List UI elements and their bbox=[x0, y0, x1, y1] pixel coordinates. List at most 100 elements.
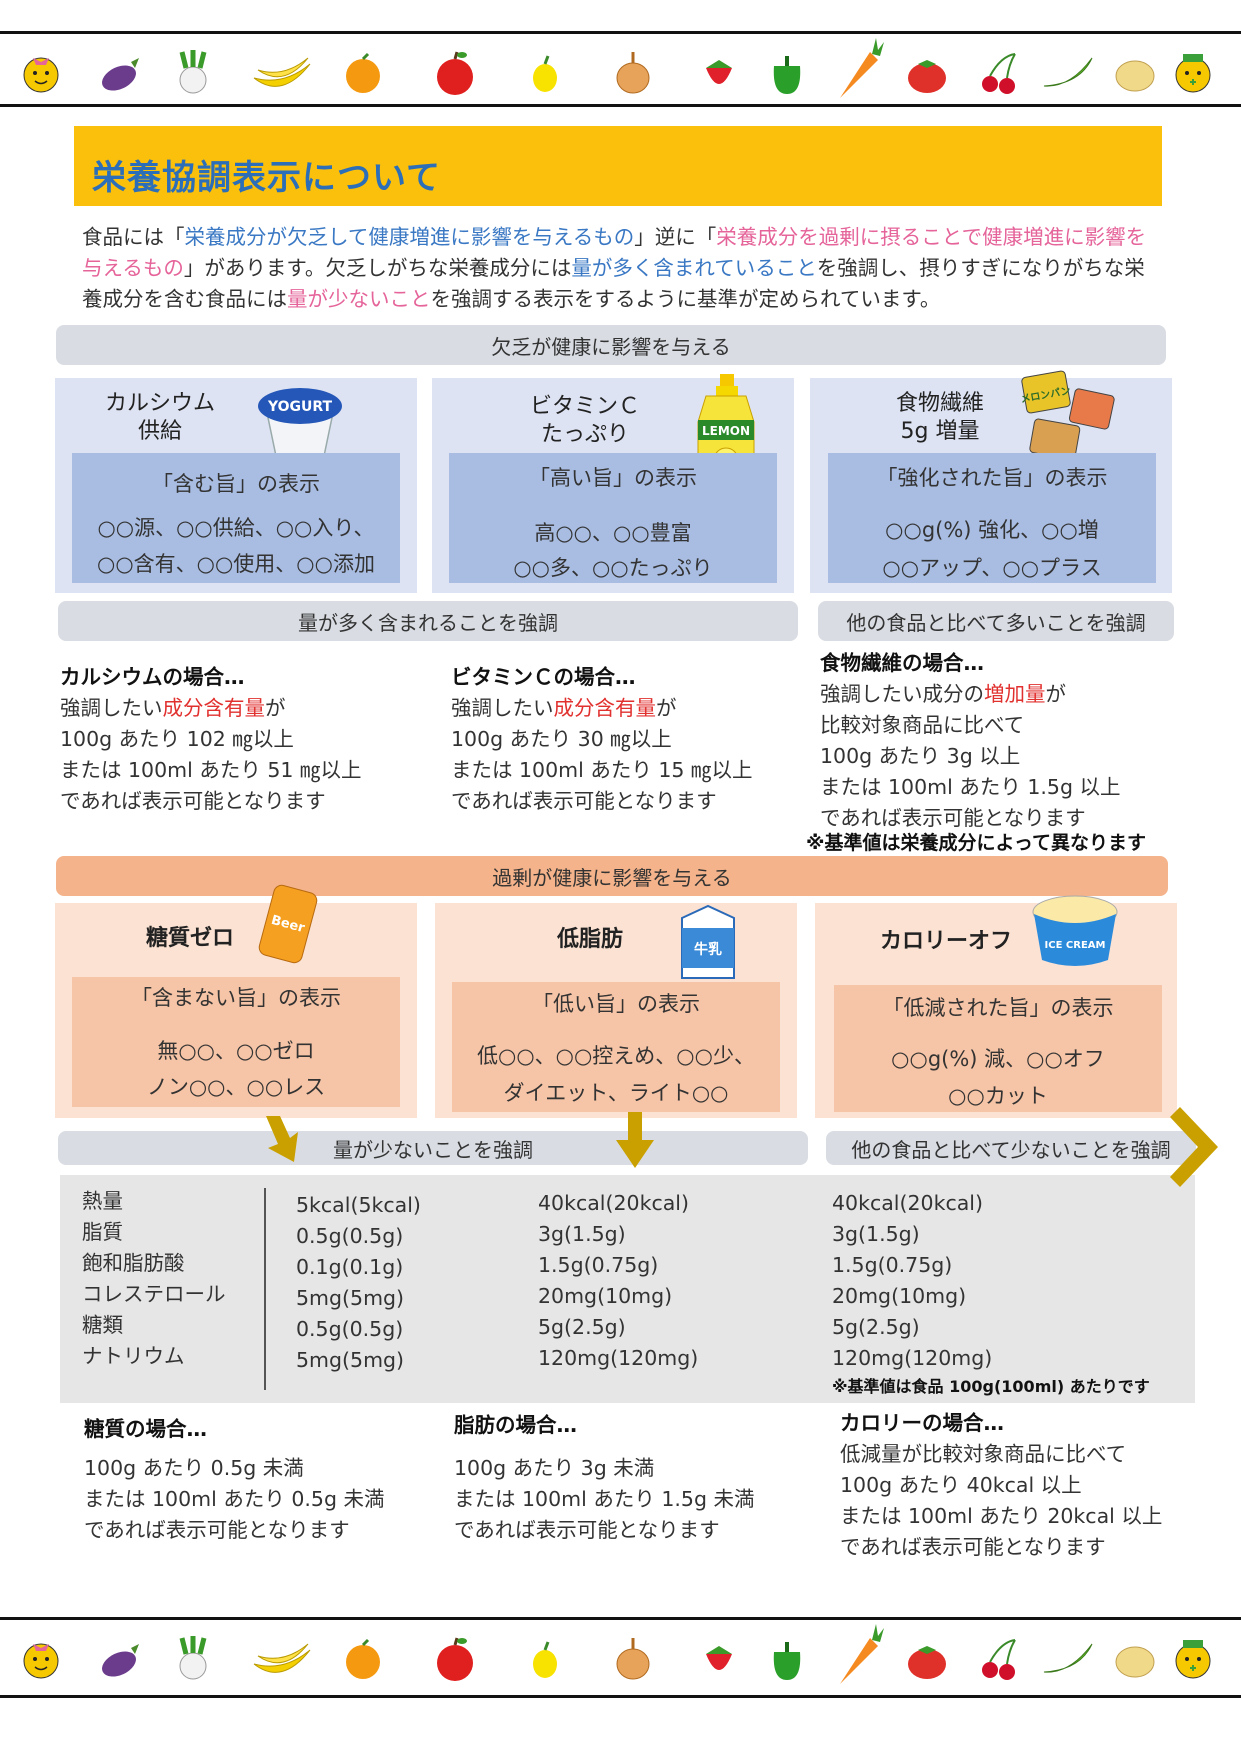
green-pepper-icon bbox=[773, 56, 801, 94]
deficiency-note: ※基準値は栄養成分によって異なります bbox=[806, 832, 1146, 854]
example-fat: 脂肪の場合… 100g あたり 3g 未満 または 100ml あたり 1.5g… bbox=[454, 1413, 755, 1542]
milk-carton-icon: 牛乳 bbox=[681, 904, 735, 979]
apple-icon bbox=[437, 1637, 473, 1681]
box-line1-calorie: ○○g(%) 減、○○オフ bbox=[891, 1047, 1105, 1071]
panel-title-low-fat: 低脂肪 bbox=[556, 927, 623, 952]
tomato-icon bbox=[908, 60, 946, 93]
mascot-girl-icon bbox=[23, 57, 59, 93]
excess-box-calorie bbox=[834, 985, 1162, 1112]
mascot-nurse-icon bbox=[1175, 1640, 1211, 1679]
pea-pod-icon bbox=[1043, 57, 1093, 87]
eggplant-icon bbox=[102, 58, 139, 91]
yogurt-label: YOGURT bbox=[267, 399, 333, 415]
table-divider bbox=[264, 1188, 266, 1390]
excess-box-sugar bbox=[72, 977, 400, 1107]
table-labels: 熱量脂質飽和脂肪酸コレステロール糖類ナトリウム bbox=[82, 1189, 226, 1368]
onion-icon bbox=[616, 1638, 650, 1680]
excess-box-low-fat bbox=[452, 982, 780, 1112]
deficiency-box-fiber bbox=[828, 453, 1156, 583]
box-line1-vitamin-c: 高○○、○○豊富 bbox=[534, 521, 692, 545]
orange-icon bbox=[346, 52, 380, 93]
example-sugar: 糖質の場合… 100g あたり 0.5g 未満 または 100ml あたり 0.… bbox=[84, 1417, 385, 1542]
apple-icon bbox=[437, 51, 473, 95]
panel-title-calorie: カロリーオフ bbox=[879, 929, 1012, 954]
turnip-icon bbox=[179, 1636, 207, 1680]
yogurt-icon: YOGURT bbox=[258, 388, 342, 457]
box-line2-calcium: ○○含有、○○使用、○○添加 bbox=[97, 552, 375, 576]
top-border-line bbox=[0, 31, 1241, 34]
milk-label: 牛乳 bbox=[694, 941, 722, 958]
arrow-down-icon bbox=[266, 1116, 298, 1162]
arrow-down-icon-2 bbox=[616, 1112, 654, 1168]
box-line1-calcium: ○○源、○○供給、○○入り、 bbox=[97, 516, 375, 540]
box-line1-low-fat: 低○○、○○控えめ、○○少、 bbox=[477, 1044, 755, 1068]
banana-icon bbox=[253, 1643, 311, 1673]
bottom-border-line-bottom bbox=[0, 1695, 1241, 1698]
ice-cream-label: ICE CREAM bbox=[1045, 940, 1106, 951]
box-title-sugar: 「含まない旨」の表示 bbox=[131, 986, 341, 1010]
intro-paragraph: 食品には「栄養成分が欠乏して健康増進に影響を与えるもの」逆に「栄養成分を過剰に摂… bbox=[82, 225, 1147, 311]
title-bar bbox=[74, 126, 1162, 206]
bottom-decoration-strip bbox=[0, 1622, 1241, 1698]
deficiency-header: 欠乏が健康に影響を与える bbox=[56, 325, 1166, 365]
box-line2-calorie: ○○カット bbox=[948, 1084, 1048, 1108]
mascot-girl-icon bbox=[23, 1643, 59, 1679]
emphasis-less-pill: 量が少ないことを強調 bbox=[58, 1131, 808, 1165]
box-line2-low-fat: ダイエット、ライト○○ bbox=[503, 1081, 729, 1105]
box-title-calcium: 「含む旨」の表示 bbox=[152, 472, 320, 496]
bottom-border-line bbox=[0, 1617, 1241, 1620]
table-note: ※基準値は食品 100g(100ml) あたりです bbox=[832, 1377, 1150, 1396]
lemon-juice-label: LEMON bbox=[702, 424, 750, 438]
ice-cream-icon: ICE CREAM bbox=[1032, 895, 1118, 966]
excess-header: 過剰が健康に影響を与える bbox=[56, 856, 1168, 896]
box-title-low-fat: 「低い旨」の表示 bbox=[532, 992, 700, 1016]
turnip-icon bbox=[179, 50, 207, 94]
onion-icon bbox=[616, 52, 650, 94]
box-line2-vitamin-c: ○○多、○○たっぷり bbox=[513, 556, 713, 580]
top-border-line-bottom bbox=[0, 104, 1241, 107]
cherry-icon bbox=[982, 53, 1016, 94]
example-vitamin-c: ビタミンＣの場合… 強調したい成分含有量が 100g あたり 30 ㎎以上 また… bbox=[451, 665, 753, 813]
box-line2-sugar: ノン○○、○○レス bbox=[146, 1075, 326, 1099]
deficiency-box-vitamin-c bbox=[449, 453, 777, 583]
orange-icon bbox=[346, 1638, 380, 1679]
pea-pod-icon bbox=[1043, 1643, 1093, 1673]
panel-title-calcium: カルシウム供給 bbox=[104, 391, 215, 444]
green-pepper-icon bbox=[773, 1642, 801, 1680]
box-title-vitamin-c: 「高い旨」の表示 bbox=[529, 466, 697, 490]
box-title-calorie: 「低減された旨」の表示 bbox=[882, 996, 1114, 1020]
box-title-fiber: 「強化された旨」の表示 bbox=[876, 466, 1108, 490]
bread-icon: メロンパン bbox=[1020, 370, 1115, 460]
cherry-icon bbox=[982, 1639, 1016, 1680]
example-fiber: 食物繊維の場合… 強調したい成分の増加量が 比較対象商品に比べて 100g あた… bbox=[820, 651, 1121, 830]
strawberry-icon bbox=[706, 1646, 732, 1670]
mascot-nurse-icon bbox=[1175, 54, 1211, 93]
carrot-icon bbox=[840, 1624, 884, 1684]
box-line2-fiber: ○○アップ、○○プラス bbox=[882, 556, 1102, 580]
potato-icon bbox=[1115, 1646, 1155, 1678]
criteria-table bbox=[60, 1175, 1195, 1403]
beer-can-icon: Beer bbox=[258, 884, 318, 964]
emphasis-more-pill: 量が多く含まれることを強調 bbox=[58, 601, 798, 641]
carrot-icon bbox=[840, 38, 884, 98]
box-line1-sugar: 無○○、○○ゼロ bbox=[157, 1039, 315, 1063]
tomato-icon bbox=[908, 1646, 946, 1679]
lemon-icon bbox=[533, 55, 557, 92]
deficiency-box-calcium bbox=[72, 453, 400, 583]
top-decoration-strip bbox=[0, 36, 1241, 112]
example-calcium: カルシウムの場合… 強調したい成分含有量が 100g あたり 102 ㎎以上 ま… bbox=[60, 665, 362, 813]
box-line1-fiber: ○○g(%) 強化、○○増 bbox=[885, 518, 1099, 542]
table-col-sugar: 5kcal(5kcal)0.5g(0.5g)0.1g(0.1g)5mg(5mg)… bbox=[296, 1193, 421, 1372]
table-col-reduced: 40kcal(20kcal)3g(1.5g)1.5g(0.75g)20mg(10… bbox=[832, 1191, 993, 1370]
eggplant-icon bbox=[102, 1644, 139, 1677]
banana-icon bbox=[253, 57, 311, 87]
arrow-right-icon bbox=[1170, 1107, 1218, 1187]
potato-icon bbox=[1115, 60, 1155, 92]
lemon-icon bbox=[533, 1641, 557, 1678]
strawberry-icon bbox=[706, 60, 732, 84]
table-col-low: 40kcal(20kcal)3g(1.5g)1.5g(0.75g)20mg(10… bbox=[538, 1191, 699, 1370]
page-title: 栄養協調表示について bbox=[92, 158, 441, 198]
emphasis-compare-less-pill: 他の食品と比べて少ないことを強調 bbox=[826, 1131, 1196, 1165]
